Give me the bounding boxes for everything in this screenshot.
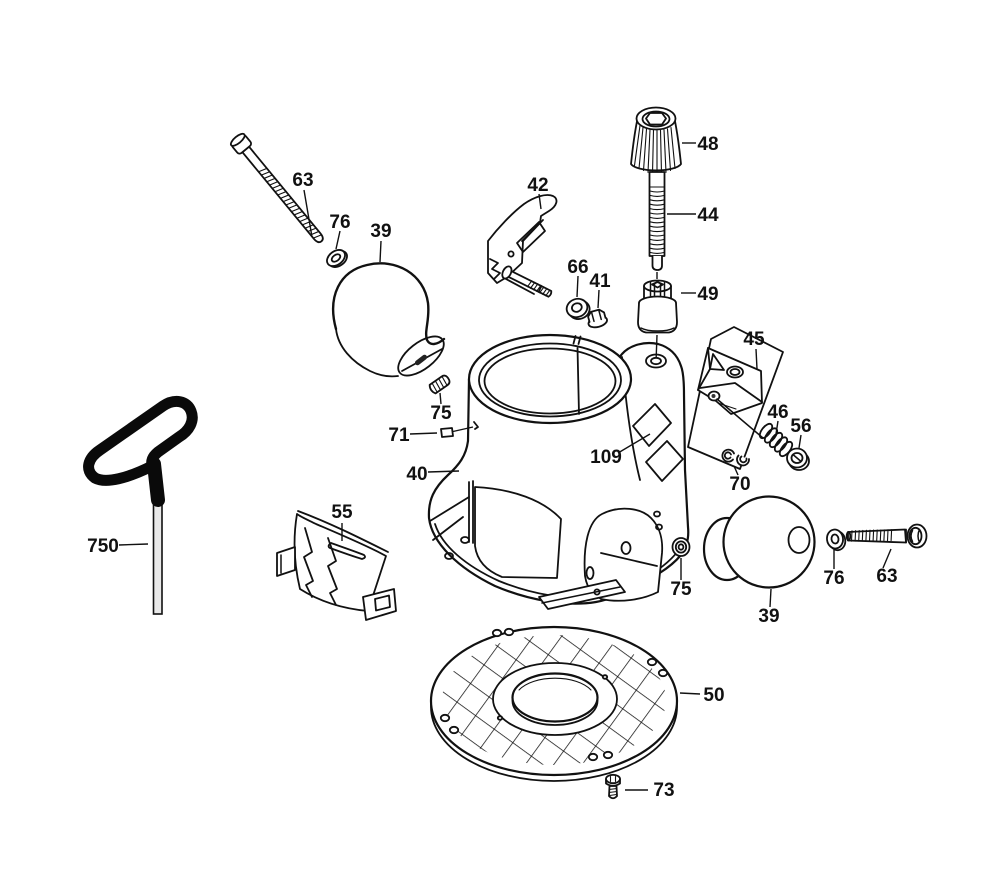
part-label-76-top-left: 76 <box>329 212 350 233</box>
drawing-ring-75-right <box>671 537 691 557</box>
drawing-latch-42 <box>487 194 558 298</box>
drawing-retaining-rings-70 <box>721 448 750 467</box>
drawing-knob-39-right <box>702 495 816 589</box>
drawing-bolt-63-right <box>845 523 928 549</box>
part-label-41: 41 <box>589 271 611 292</box>
drawing-screw-73 <box>605 773 621 800</box>
part-label-50: 50 <box>703 685 724 706</box>
drawing-bracket-45 <box>697 347 764 439</box>
drawing-cap-56 <box>786 447 810 471</box>
part-label-66: 66 <box>567 257 588 278</box>
drawing-washer-66 <box>565 297 591 320</box>
drawing-chip-shield-55 <box>276 510 397 621</box>
drawing-threaded-rod-44 <box>648 171 666 271</box>
drawing-alignment-line-49-body <box>655 334 658 358</box>
leader-lines <box>118 142 892 791</box>
part-label-55: 55 <box>331 502 353 523</box>
drawing-washer-76-right <box>826 528 847 552</box>
drawing-base-body-40 <box>427 333 690 610</box>
part-label-56: 56 <box>790 416 811 437</box>
drawing-label-plate-109 <box>632 403 672 447</box>
part-label-70: 70 <box>729 474 750 495</box>
drawing-hex-key-750 <box>83 395 198 615</box>
drawing-bolt-63-top-left <box>229 132 324 244</box>
part-label-45: 45 <box>743 329 765 350</box>
part-label-109: 109 <box>590 447 622 468</box>
part-label-75-right: 75 <box>670 579 692 600</box>
part-label-46: 46 <box>767 402 788 423</box>
part-label-71: 71 <box>388 425 410 446</box>
part-label-63-right: 63 <box>876 566 897 587</box>
part-label-39-top-left: 39 <box>370 221 391 242</box>
drawing-nut-assembly-49 <box>637 279 678 334</box>
drawing-cone-knob-48 <box>630 106 682 175</box>
drawing-screw-75-upper <box>428 374 451 395</box>
part-label-42: 42 <box>527 175 548 196</box>
drawing-nut-41 <box>587 308 608 329</box>
part-label-73: 73 <box>653 780 674 801</box>
part-labels: 63 76 39 42 66 41 48 44 49 45 46 56 70 7… <box>87 134 897 801</box>
drawing-subbase-plate-50 <box>429 625 679 782</box>
part-label-49: 49 <box>697 284 718 305</box>
drawing-washer-76-top-left <box>326 249 348 268</box>
part-label-44: 44 <box>697 205 719 226</box>
drawing-key-71 <box>440 426 474 438</box>
part-label-48: 48 <box>697 134 718 155</box>
part-label-40: 40 <box>406 464 427 485</box>
part-label-39-right: 39 <box>758 606 779 627</box>
part-label-76-right: 76 <box>823 568 844 589</box>
part-label-750: 750 <box>87 536 119 557</box>
part-label-75-upper: 75 <box>430 403 452 424</box>
drawing-knob-39-top-left <box>331 262 446 378</box>
part-label-63-top-left: 63 <box>292 170 313 191</box>
drawing-pin-71-seat <box>473 421 479 430</box>
